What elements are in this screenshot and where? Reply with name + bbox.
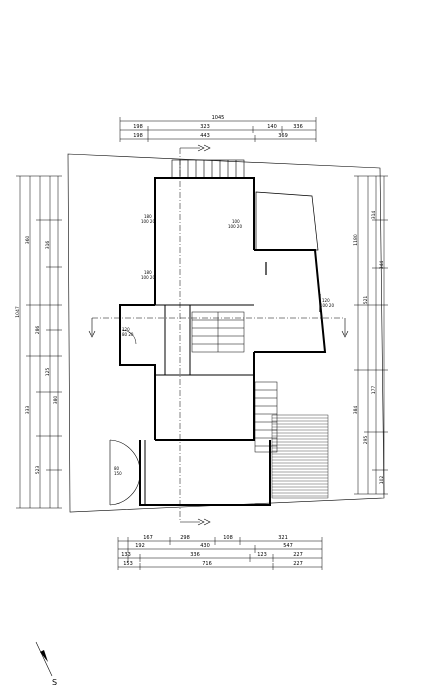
- window-sub-e: 100 20: [320, 303, 334, 308]
- right-dim-8: 102: [379, 476, 385, 485]
- top-dim-r3-2: 443: [200, 133, 210, 139]
- left-dim-2: 360: [25, 236, 31, 245]
- left-dim-7: 125: [45, 368, 51, 377]
- exterior-stair-right: [254, 381, 278, 453]
- door-sub-f: 150: [114, 471, 122, 476]
- west-door: [121, 329, 137, 345]
- exterior-walls: [119, 177, 327, 506]
- window-sub-c: 100 20: [228, 224, 242, 229]
- right-dim-7: 177: [371, 386, 377, 395]
- right-dim-3: 314: [371, 211, 377, 220]
- entry-steps-top: [171, 159, 245, 179]
- window-sub-a: 100 20: [141, 219, 155, 224]
- right-dim-2: 521: [363, 296, 369, 305]
- bottom-dim-r1-4: 321: [278, 535, 288, 541]
- left-dim-8: 380: [53, 396, 59, 405]
- window-sub-d: 80 20: [122, 332, 134, 337]
- top-dim-total: 1045: [212, 115, 225, 121]
- top-dim-r2-1: 198: [133, 124, 143, 130]
- window-markers: [154, 212, 321, 408]
- right-dim-4: 344: [379, 261, 385, 270]
- window-label-c: 100: [232, 219, 240, 224]
- top-dim-r2-2: 323: [200, 124, 210, 130]
- left-dim-4: 316: [45, 241, 51, 250]
- section-arrows: [88, 144, 349, 526]
- interior-walls: [144, 178, 255, 505]
- window-label-b: 180: [144, 270, 152, 275]
- bottom-dim-r4-3: 227: [293, 561, 303, 567]
- deck-hatching: [271, 414, 329, 499]
- left-dimension-chain: [16, 175, 62, 509]
- internal-stair: [191, 311, 245, 353]
- bottom-dim-r1-2: 298: [180, 535, 190, 541]
- north-arrow: S: [35, 641, 57, 687]
- right-dim-1: 1180: [353, 234, 359, 246]
- window-label-e: 120: [322, 298, 330, 303]
- top-dim-r3-1: 198: [133, 133, 143, 139]
- bottom-dim-r2-1: 192: [135, 543, 145, 549]
- top-dim-r2-3: 140: [267, 124, 277, 130]
- left-dim-1: 1047: [15, 306, 21, 318]
- window-sub-b: 100 20: [141, 275, 155, 280]
- bottom-dim-r3-1: 133: [121, 552, 131, 558]
- bottom-dim-r4-1: 153: [123, 561, 133, 567]
- door-label-f: 80: [114, 466, 120, 471]
- bottom-dim-r2-3: 547: [283, 543, 293, 549]
- bottom-dim-r4-2: 716: [202, 561, 212, 567]
- bottom-dim-r3-4: 227: [293, 552, 303, 558]
- left-dim-5: 333: [25, 406, 31, 415]
- bottom-dim-r2-2: 430: [200, 543, 210, 549]
- window-label-a: 180: [144, 214, 152, 219]
- left-dim-3: 286: [35, 326, 41, 335]
- top-dimension-chain: [119, 117, 317, 142]
- site-boundary: [67, 153, 385, 513]
- garage-doors: [109, 439, 141, 506]
- bottom-dimension-chain: [117, 537, 323, 570]
- deck-lines: [272, 417, 328, 497]
- window-label-d: 120: [122, 327, 130, 332]
- right-dim-6: 295: [363, 436, 369, 445]
- right-dim-5: 384: [353, 406, 359, 415]
- top-dim-r2-4: 336: [293, 124, 303, 130]
- bottom-dim-r1-1: 167: [143, 535, 153, 541]
- bottom-dim-r1-3: 108: [223, 535, 233, 541]
- bottom-dim-r3-3: 123: [257, 552, 267, 558]
- north-label: S: [52, 678, 57, 687]
- top-dim-r3-3: 369: [278, 133, 288, 139]
- left-dim-6: 523: [35, 466, 41, 475]
- bottom-dim-r3-2: 336: [190, 552, 200, 558]
- terrace-outline: [255, 191, 319, 251]
- right-dimension-chain: [354, 175, 388, 495]
